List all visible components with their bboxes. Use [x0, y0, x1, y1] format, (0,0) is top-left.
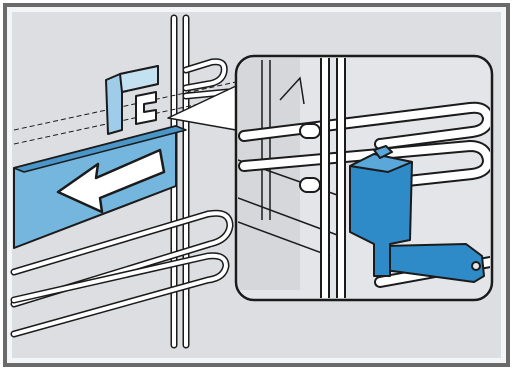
rail-clip-icon [105, 65, 159, 135]
detail-clip [349, 145, 413, 277]
detail-zoom-contents [238, 58, 490, 298]
dashed-guide-lines [13, 81, 237, 145]
detail-zoom-panel [234, 54, 494, 302]
left-arrow-icon [56, 148, 166, 214]
rail-pins [299, 123, 321, 193]
lower-rack-wire [10, 209, 234, 338]
